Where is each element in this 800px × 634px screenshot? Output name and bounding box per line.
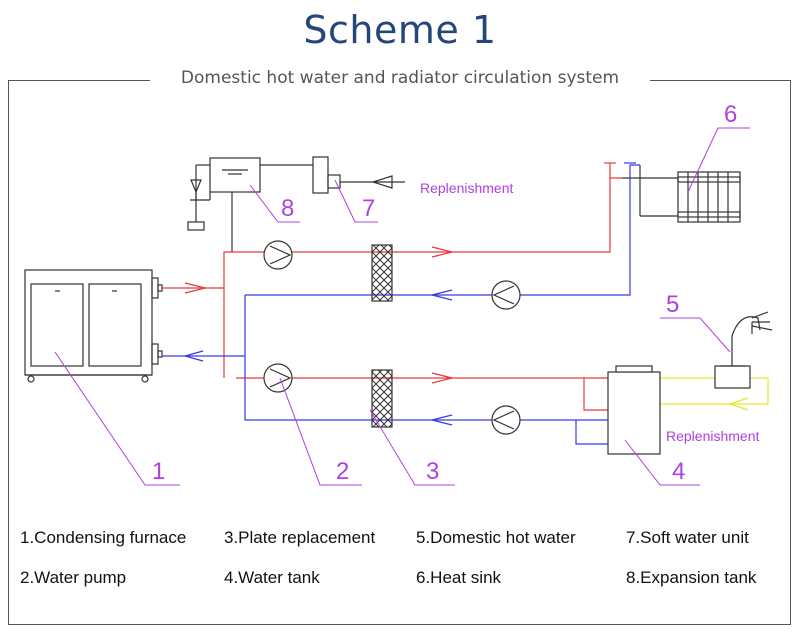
water-pumps (263, 240, 521, 435)
number-label-1: 1 (152, 458, 165, 485)
number-label-8: 8 (281, 195, 294, 222)
water-tank (607, 365, 661, 455)
number-label-3: 3 (426, 458, 439, 485)
number-label-2: 2 (336, 458, 349, 485)
legend-item: 7.Soft water unit (626, 528, 749, 547)
shower-fixture (714, 311, 773, 389)
legend-item: 2.Water pump (20, 568, 127, 587)
legend-item: 6.Heat sink (416, 568, 502, 587)
condensing-furnace (24, 269, 163, 383)
legend-item: 8.Expansion tank (626, 568, 757, 587)
number-label-7: 7 (362, 195, 375, 222)
expansion-tank (187, 157, 313, 252)
cold-water-pipes (162, 162, 640, 445)
legend-item: 1.Condensing furnace (20, 528, 187, 547)
number-label-4: 4 (672, 458, 685, 485)
soft-water-unit (312, 156, 405, 194)
plate-exchangers (371, 244, 393, 428)
replenishment-label-top: Replenishment (420, 180, 513, 196)
legend-item: 5.Domestic hot water (416, 528, 576, 547)
hot-water-pipes (162, 162, 622, 411)
diagram-subtitle: Domestic hot water and radiator circulat… (150, 68, 650, 88)
domestic-water-pipes (660, 377, 769, 411)
number-label-5: 5 (666, 291, 679, 318)
legend-item: 3.Plate replacement (224, 528, 376, 547)
legend-item: 4.Water tank (224, 568, 320, 587)
label-leaders (54, 127, 750, 486)
number-label-6: 6 (724, 101, 737, 128)
radiator-connectors (622, 165, 678, 217)
heat-sink-radiator (677, 171, 741, 223)
replenishment-label-right: Replenishment (666, 428, 759, 444)
page-title: Scheme 1 (303, 8, 497, 52)
